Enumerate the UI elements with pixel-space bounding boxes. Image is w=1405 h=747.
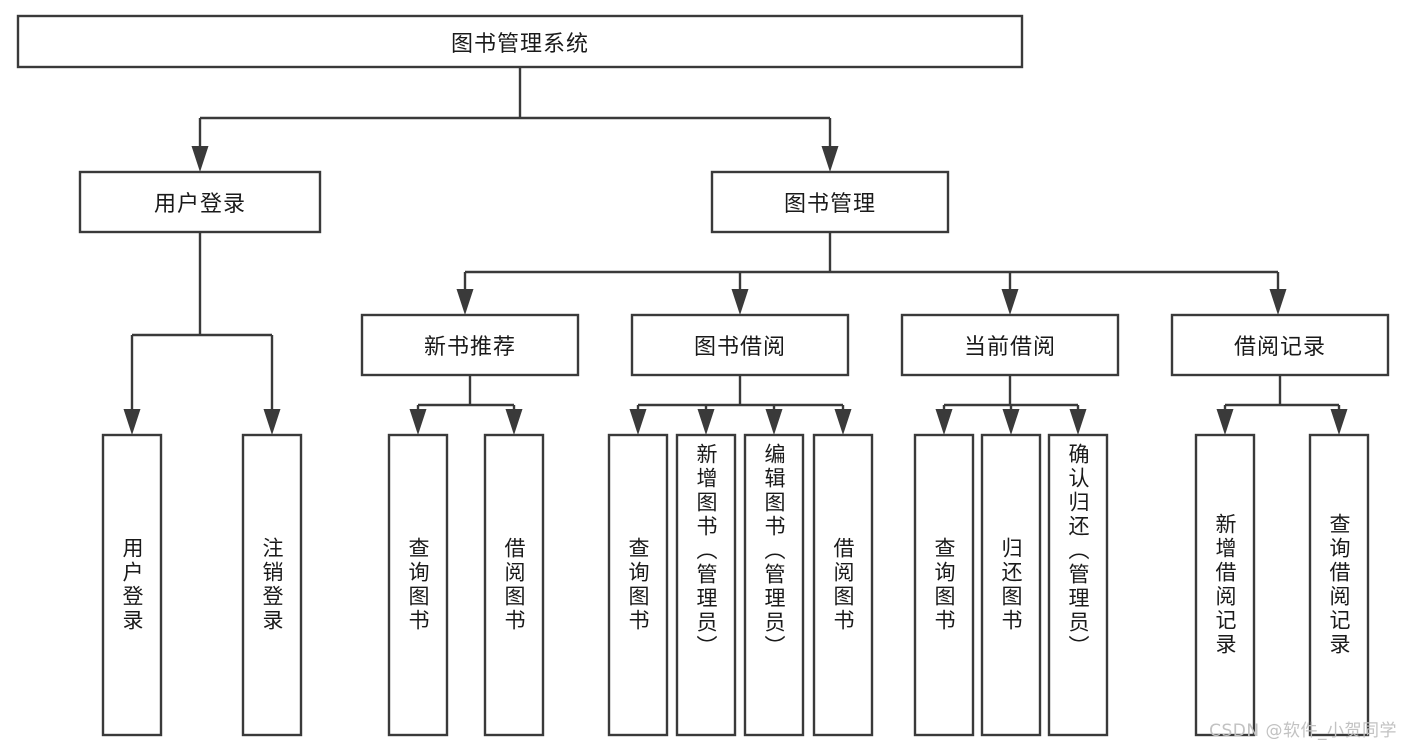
arrow-head-icon bbox=[1002, 409, 1020, 435]
node-box-layer bbox=[16, 14, 1390, 737]
arrow-head-icon bbox=[456, 289, 474, 315]
leaf-node-5-box[interactable] bbox=[675, 433, 737, 737]
arrow-head-icon bbox=[629, 409, 647, 435]
arrow-head-icon bbox=[1001, 289, 1019, 315]
arrow-head-icon bbox=[697, 409, 715, 435]
level2-node-1-box[interactable] bbox=[710, 170, 950, 234]
leaf-node-0-box[interactable] bbox=[101, 433, 163, 737]
leaf-node-2-box[interactable] bbox=[387, 433, 449, 737]
leaf-node-10-box[interactable] bbox=[1047, 433, 1109, 737]
arrow-head-icon bbox=[834, 409, 852, 435]
level3-node-2-box[interactable] bbox=[900, 313, 1120, 377]
level3-node-1-box[interactable] bbox=[630, 313, 850, 377]
arrow-head-icon bbox=[1269, 289, 1287, 315]
arrow-head-icon bbox=[935, 409, 953, 435]
leaf-node-3-box[interactable] bbox=[483, 433, 545, 737]
leaf-node-12-box[interactable] bbox=[1308, 433, 1370, 737]
leaf-node-7-box[interactable] bbox=[812, 433, 874, 737]
level3-node-0-box[interactable] bbox=[360, 313, 580, 377]
arrow-head-icon bbox=[505, 409, 523, 435]
arrow-head-icon bbox=[731, 289, 749, 315]
leaf-node-9-box[interactable] bbox=[980, 433, 1042, 737]
level2-node-0-box[interactable] bbox=[78, 170, 322, 234]
leaf-node-8-box[interactable] bbox=[913, 433, 975, 737]
arrow-head-icon bbox=[263, 409, 281, 435]
level3-node-3-box[interactable] bbox=[1170, 313, 1390, 377]
arrow-head-icon bbox=[765, 409, 783, 435]
arrow-head-icon bbox=[821, 146, 839, 172]
arrow-head-icon bbox=[1216, 409, 1234, 435]
leaf-node-1-box[interactable] bbox=[241, 433, 303, 737]
leaf-node-11-box[interactable] bbox=[1194, 433, 1256, 737]
arrow-head-icon bbox=[1069, 409, 1087, 435]
arrow-head-icon bbox=[191, 146, 209, 172]
leaf-node-4-box[interactable] bbox=[607, 433, 669, 737]
connector-layer bbox=[123, 67, 1348, 435]
arrow-head-icon bbox=[123, 409, 141, 435]
leaf-node-6-box[interactable] bbox=[743, 433, 805, 737]
arrow-head-icon bbox=[1330, 409, 1348, 435]
root-node-box[interactable] bbox=[16, 14, 1024, 69]
arrow-head-icon bbox=[409, 409, 427, 435]
